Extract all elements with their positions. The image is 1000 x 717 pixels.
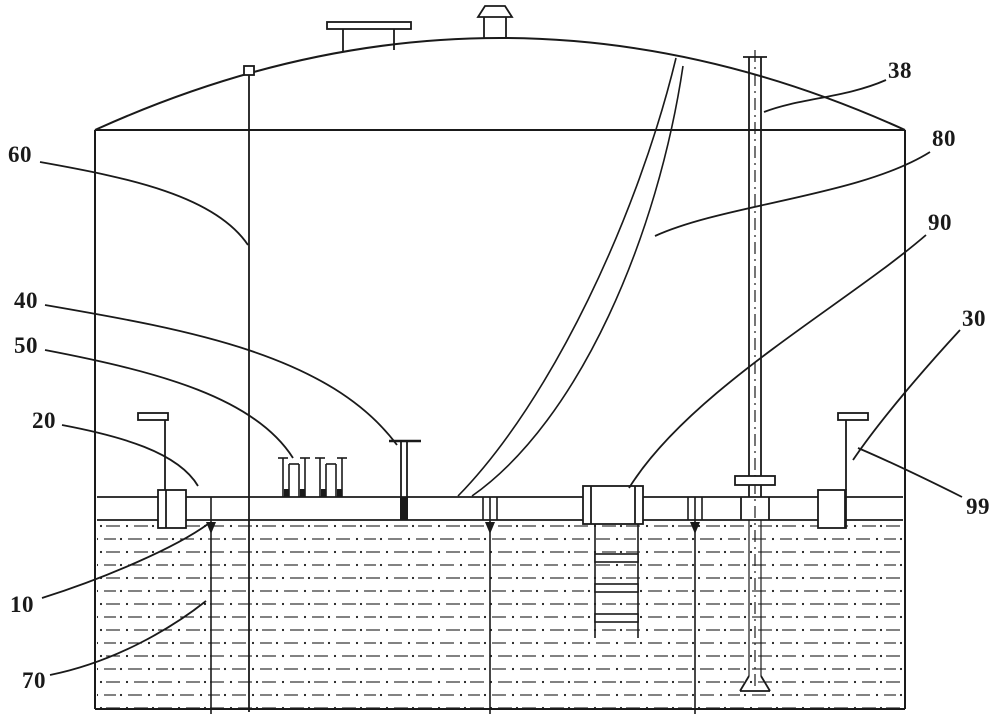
ref-label-70: 70 <box>22 668 46 693</box>
ref-label-20: 20 <box>32 408 56 433</box>
ref-label-30: 30 <box>962 306 986 331</box>
ref-label-60: 60 <box>8 142 32 167</box>
pipe-funnel-foot <box>739 675 771 692</box>
center-well <box>582 485 644 525</box>
ref-label-38: 38 <box>888 58 912 83</box>
leader-line-40 <box>44 304 398 446</box>
leader-line-90 <box>628 234 927 489</box>
floating-deck <box>97 496 903 521</box>
liquid-hatch <box>97 522 903 708</box>
riser-pipe <box>734 50 776 692</box>
leader-line-10 <box>41 523 209 599</box>
tank-dome-roof <box>94 37 906 131</box>
leader-line-20 <box>61 424 199 487</box>
left-rim-bracket <box>137 412 187 529</box>
leg-arrow <box>206 522 216 534</box>
ref-label-90: 90 <box>928 210 952 235</box>
right-rim-bracket <box>817 412 869 529</box>
roof-vent <box>476 5 514 38</box>
leg-arrow <box>690 522 700 534</box>
tank-shell <box>94 37 906 710</box>
ref-label-50: 50 <box>14 333 38 358</box>
deck-vent-rod <box>389 439 421 520</box>
leg-arrow <box>485 522 495 534</box>
leader-line-38 <box>763 79 887 113</box>
leader-line-60 <box>39 161 249 246</box>
ref-label-10: 10 <box>10 592 34 617</box>
ladder <box>594 524 639 638</box>
leader-lines <box>39 79 963 676</box>
leader-line-70 <box>49 600 207 676</box>
ref-label-99: 99 <box>966 494 990 519</box>
deck-clips <box>278 457 347 497</box>
gauge-pole <box>243 65 255 712</box>
deck-legs <box>206 497 703 714</box>
roof-manhole <box>326 21 412 52</box>
leader-line-50 <box>44 349 294 459</box>
leader-line-99 <box>857 447 963 498</box>
cable <box>457 57 684 497</box>
leader-line-80 <box>654 151 931 237</box>
ref-label-80: 80 <box>932 126 956 151</box>
leader-line-30 <box>852 329 961 461</box>
ref-label-40: 40 <box>14 288 38 313</box>
